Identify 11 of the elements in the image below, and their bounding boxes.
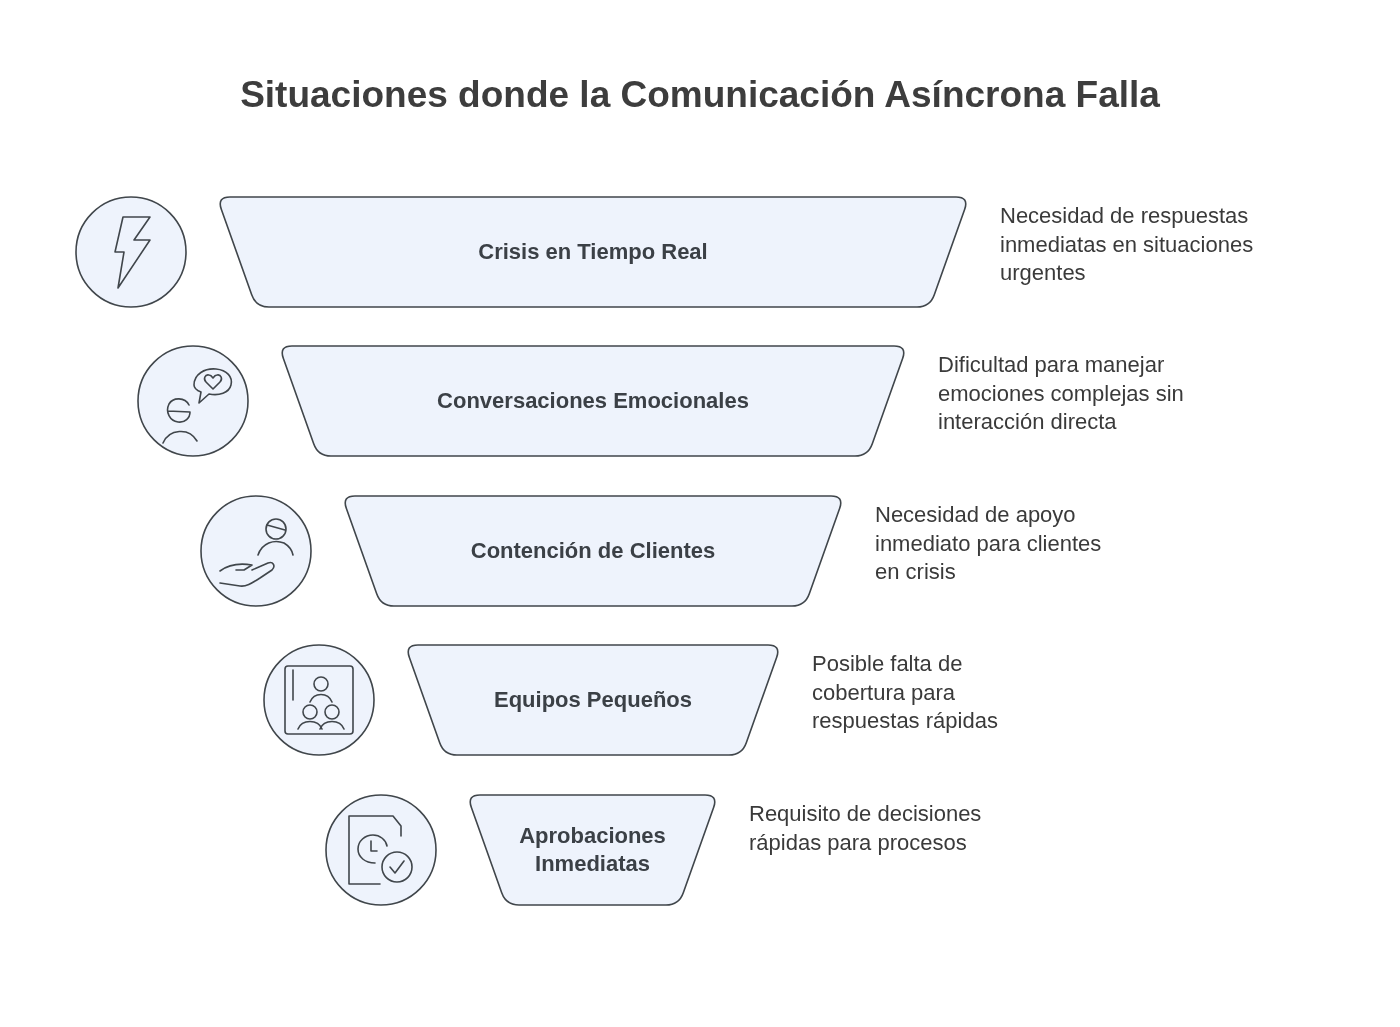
stage-title: Aprobaciones Inmediatas bbox=[518, 822, 667, 878]
stage-description: Requisito de decisiones rápidas para procesos bbox=[749, 800, 983, 857]
stage-title: Equipos Pequeños bbox=[494, 686, 692, 714]
diagram-title: Situaciones donde la Comunicación Asíncrona Falla bbox=[240, 74, 1160, 115]
stage-description: Dificultad para manejar emociones complejas sin interacción directa bbox=[938, 351, 1185, 436]
stage-description: Posible falta de cobertura para respuestas rápidas bbox=[812, 650, 999, 735]
stage-description: Necesidad de apoyo inmediato para clientes en crisis bbox=[875, 501, 1103, 586]
stage-title: Conversaciones Emocionales bbox=[437, 387, 749, 415]
stage-title: Contención de Clientes bbox=[470, 537, 716, 565]
stage-description: Necesidad de respuestas inmediatas en situaciones urgentes bbox=[1000, 202, 1255, 287]
stage-title: Crisis en Tiempo Real bbox=[478, 238, 708, 266]
